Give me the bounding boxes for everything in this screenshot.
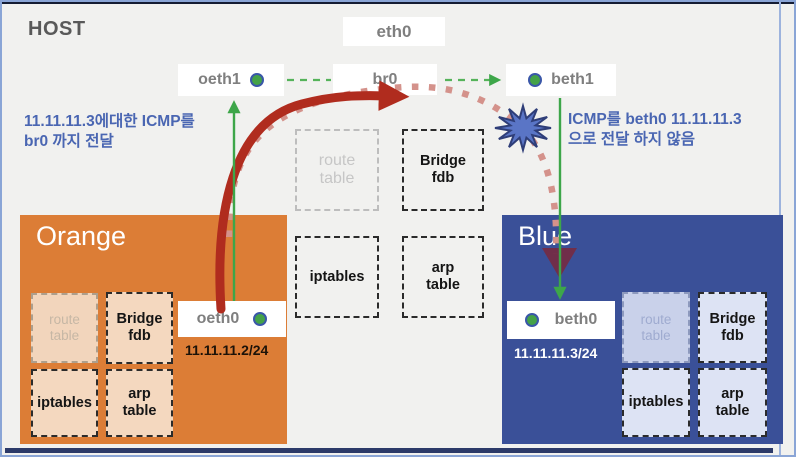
- namespace-orange: Orange route table Bridge fdb iptables a…: [20, 215, 287, 444]
- top-border-line: [2, 2, 794, 4]
- interface-oeth1: oeth1: [178, 64, 284, 96]
- interface-beth0: beth0: [507, 301, 615, 339]
- beth1-port-dot-icon: [528, 73, 543, 87]
- oeth0-port-dot-icon: [253, 312, 268, 326]
- beth0-label: beth0: [554, 311, 598, 328]
- blue-arp-table-box: arp table: [698, 368, 767, 437]
- beth1-label: beth1: [551, 71, 594, 88]
- orange-iptables-box: iptables: [31, 369, 98, 437]
- eth0-label: eth0: [376, 21, 412, 41]
- blue-title: Blue: [518, 221, 573, 251]
- interface-oeth0: oeth0: [178, 301, 286, 337]
- host-iptables-box: iptables: [295, 236, 379, 318]
- beth0-port-dot-icon: [524, 313, 539, 327]
- collision-starburst-icon: [494, 102, 552, 154]
- oeth1-port-dot-icon: [249, 73, 264, 87]
- annotation-icmp-to-br0: 11.11.11.3에대한 ICMP를 br0 까지 전달: [24, 113, 195, 150]
- blue-ip-address: 11.11.11.3/24: [514, 345, 598, 361]
- orange-ip-address: 11.11.11.2/24: [185, 342, 269, 358]
- oeth0-label: oeth0: [196, 310, 240, 327]
- annotation-icmp-not-forwarded: ICMP를 beth0 11.11.11.3 으로 전달 하지 않음: [568, 111, 742, 148]
- host-bridge-fdb-box: Bridge fdb: [402, 129, 484, 211]
- blue-route-table-box: route table: [622, 292, 690, 363]
- interface-beth1: beth1: [506, 64, 616, 96]
- namespace-blue: Blue route table Bridge fdb iptables arp…: [502, 215, 783, 444]
- orange-title: Orange: [36, 221, 127, 251]
- interface-eth0: eth0: [343, 17, 445, 46]
- oeth1-label: oeth1: [198, 71, 241, 88]
- host-route-table-box: route table: [295, 129, 379, 211]
- blue-bridge-fdb-box: Bridge fdb: [698, 292, 767, 363]
- orange-route-table-box: route table: [31, 293, 98, 363]
- br0-label: br0: [372, 70, 398, 88]
- host-arp-table-box: arp table: [402, 236, 484, 318]
- orange-arp-table-box: arp table: [106, 369, 173, 437]
- bottom-border-bar: [5, 448, 773, 453]
- host-label: HOST: [28, 18, 86, 40]
- blue-iptables-box: iptables: [622, 368, 690, 437]
- interface-br0: br0: [333, 64, 437, 95]
- orange-bridge-fdb-box: Bridge fdb: [106, 292, 173, 364]
